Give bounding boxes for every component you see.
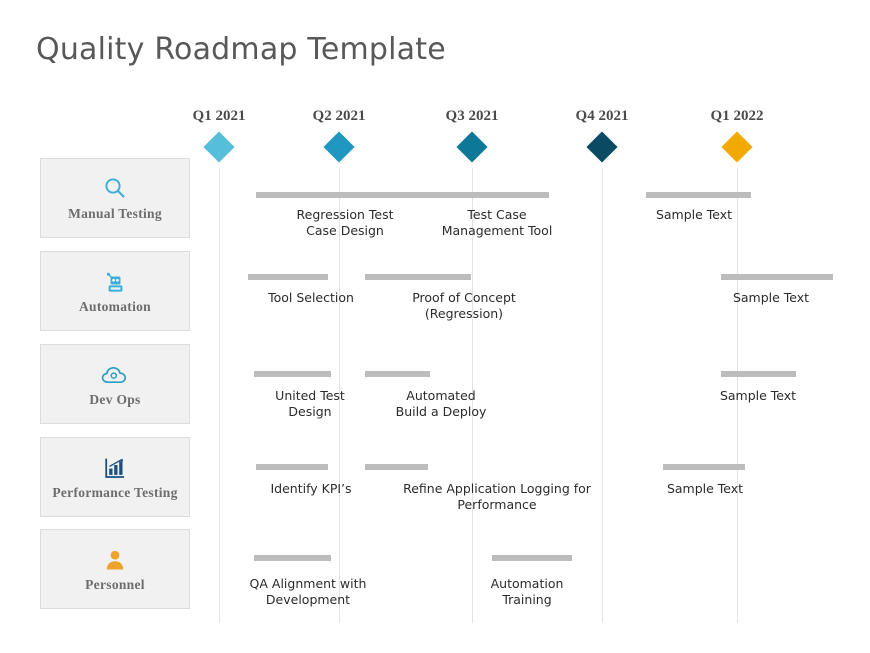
task-bar[interactable] [254,371,331,377]
category-label: Personnel [85,577,145,593]
task-bar[interactable] [365,274,471,280]
quarter-label: Q1 2021 [192,108,246,124]
gridline-q1-2021 [219,168,220,623]
task-bar[interactable] [248,274,328,280]
milestone-diamond-icon[interactable] [203,131,235,163]
category-item-personnel[interactable]: Personnel [40,529,190,609]
quarter-label: Q2 2021 [312,108,366,124]
task-label: Sample Text [666,481,744,496]
gridline-q4-2021 [602,168,603,623]
category-item-manual-testing[interactable]: Manual Testing [40,158,190,238]
task-bar[interactable] [256,192,421,198]
category-label: Manual Testing [68,206,162,222]
quarter-label: Q3 2021 [445,108,499,124]
task-label: Proof of Concept(Regression) [412,290,516,321]
gridline-q3-2021 [472,168,473,623]
category-item-dev-ops[interactable]: Dev Ops [40,344,190,424]
quarter-label: Q4 2021 [575,108,629,124]
task-bar[interactable] [256,464,328,470]
person-icon [104,545,126,575]
task-bar[interactable] [721,371,796,377]
task-bar[interactable] [721,274,833,280]
category-item-performance-testing[interactable]: Performance Testing [40,437,190,517]
task-bar[interactable] [492,555,572,561]
gridline-q2-2021 [339,168,340,623]
robot-icon [103,267,127,297]
magnifier-icon [102,174,128,204]
category-label: Performance Testing [52,485,178,501]
gridline-q1-2022 [737,168,738,623]
task-label: Identify KPI’s [270,481,352,496]
task-bar[interactable] [663,464,745,470]
cloud-sync-icon [100,360,130,390]
milestone-diamond-icon[interactable] [586,131,618,163]
task-label: Sample Text [719,388,797,403]
category-label: Automation [78,299,151,315]
task-label: Sample Text [732,290,810,305]
milestone-diamond-icon[interactable] [721,131,753,163]
task-bar[interactable] [409,192,549,198]
task-bar[interactable] [254,555,331,561]
category-label: Dev Ops [89,392,141,408]
task-label: Sample Text [655,207,733,222]
page-title: Quality Roadmap Template [36,32,446,67]
task-label: Tool Selection [268,290,354,305]
bar-chart-icon [103,453,127,483]
milestone-diamond-icon[interactable] [456,131,488,163]
task-bar[interactable] [365,371,430,377]
category-item-automation[interactable]: Automation [40,251,190,331]
task-bar[interactable] [365,464,428,470]
milestone-diamond-icon[interactable] [323,131,355,163]
quarter-label: Q1 2022 [710,108,764,124]
task-bar[interactable] [646,192,751,198]
